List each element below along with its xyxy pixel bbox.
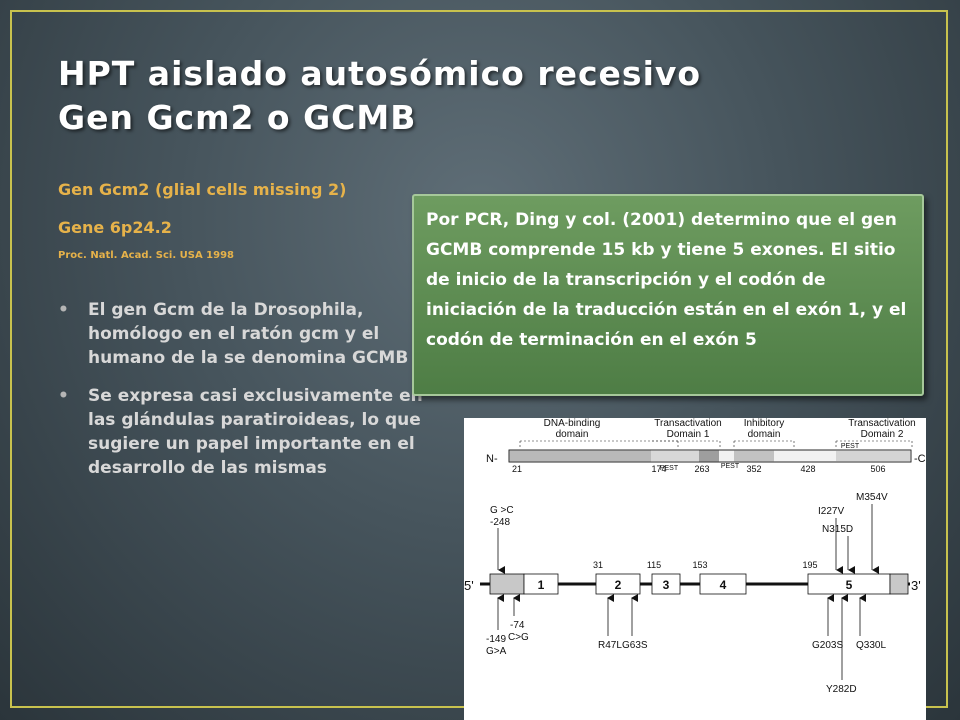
gene-locus: Gene 6p24.2 <box>58 218 172 237</box>
mutation-g63s: G63S <box>622 640 648 651</box>
mutation-minus-149: -149 <box>486 634 506 645</box>
codon-115: 115 <box>647 560 661 570</box>
exon-label: 5 <box>846 578 853 592</box>
mutation-m354v: M354V <box>856 492 888 503</box>
pest-label: PEST <box>660 465 679 472</box>
exon-label: 3 <box>663 578 670 592</box>
exon-5: 5 <box>807 573 909 595</box>
bullet-item: El gen Gcm de la Drosophila, homólogo en… <box>58 298 448 370</box>
position-352: 352 <box>746 464 761 474</box>
mutation-minus-74: -74 <box>510 620 525 631</box>
three-prime-label: 3' <box>911 578 921 593</box>
pest-region-1 <box>699 450 719 462</box>
transactivation-domain-1-region <box>651 450 699 462</box>
mutation-g-a: G>A <box>486 646 507 657</box>
mutation-i227v: I227V <box>818 506 844 517</box>
position-174: 174 <box>651 464 666 474</box>
mutation-c-g: C>G <box>508 632 529 643</box>
title-line-2: Gen Gcm2 o GCMB <box>58 98 417 137</box>
mutation-n315d: N315D <box>822 524 853 535</box>
mutation-r47l: R47L <box>598 640 622 651</box>
callout-box: Por PCR, Ding y col. (2001) determino qu… <box>412 194 924 396</box>
dna-binding-domain-region <box>509 450 651 462</box>
position-21: 21 <box>512 464 522 474</box>
position-506: 506 <box>870 464 885 474</box>
slide-title: HPT aislado autosómico recesivo Gen Gcm2… <box>58 52 701 140</box>
exon-2: 2 <box>595 573 641 595</box>
label-inhibitory-domain: domain <box>748 429 781 440</box>
bullet-list: El gen Gcm de la Drosophila, homólogo en… <box>58 298 448 480</box>
label-domain-1: Domain 1 <box>667 429 710 440</box>
protein-c-terminus: -C <box>914 453 926 465</box>
label-dna-binding: DNA-binding <box>544 418 601 429</box>
exon-label: 4 <box>720 578 727 592</box>
mutation-minus-248: -248 <box>490 517 510 528</box>
label-transactivation-2: Transactivation <box>848 418 915 429</box>
codon-31: 31 <box>593 560 603 570</box>
mutation-y282d: Y282D <box>826 684 857 695</box>
inhibitory-domain-region <box>734 450 774 462</box>
gene-structure-diagram: DNA-binding domain Transactivation Domai… <box>464 418 926 720</box>
exon-label: 1 <box>538 578 545 592</box>
domain-bracket-lines <box>519 440 913 448</box>
codon-153: 153 <box>692 560 707 570</box>
mutation-g203s: G203S <box>812 640 843 651</box>
exon-label: 2 <box>615 578 622 592</box>
mutation-arrows-below <box>497 594 866 680</box>
exon-1: 1 <box>489 573 559 595</box>
transactivation-domain-2-region <box>836 450 911 462</box>
label-dna-binding-domain: domain <box>556 429 589 440</box>
gene-name-subtitle: Gen Gcm2 (glial cells missing 2) <box>58 180 347 199</box>
codon-195: 195 <box>802 560 817 570</box>
position-263: 263 <box>694 464 709 474</box>
label-transactivation-1: Transactivation <box>654 418 721 429</box>
diagram-svg: DNA-binding domain Transactivation Domai… <box>464 418 926 695</box>
pest-label: PEST <box>841 443 860 450</box>
mutation-g-c: G >C <box>490 505 514 516</box>
position-428: 428 <box>800 464 815 474</box>
label-domain-2: Domain 2 <box>861 429 904 440</box>
reference-citation: Proc. Natl. Acad. Sci. USA 1998 <box>58 250 235 261</box>
five-prime-label: 5' <box>464 578 474 593</box>
label-inhibitory: Inhibitory <box>744 418 785 429</box>
mutation-q330l: Q330L <box>856 640 886 651</box>
mutation-arrows-above <box>497 504 879 574</box>
exon-3: 3 <box>651 573 681 595</box>
pest-label: PEST <box>721 463 740 470</box>
protein-n-terminus: N- <box>486 453 498 465</box>
title-line-1: HPT aislado autosómico recesivo <box>58 54 702 93</box>
bullet-item: Se expresa casi exclusivamente en las gl… <box>58 384 448 480</box>
exon-4: 4 <box>699 573 747 595</box>
